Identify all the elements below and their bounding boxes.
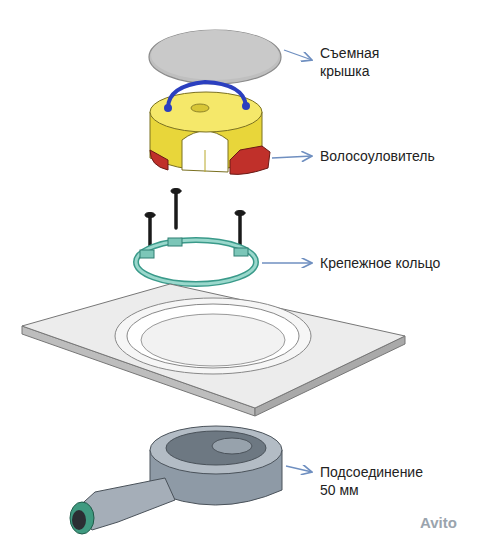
leader-arrow xyxy=(272,156,312,158)
hair-catcher xyxy=(150,82,270,174)
part-label: Съемная крышка xyxy=(320,44,420,80)
fixing-ring xyxy=(136,238,256,284)
part-label: Подсоединение 50 мм xyxy=(320,463,440,499)
part-label: Волосоуловитель xyxy=(320,147,470,165)
leader-arrow xyxy=(284,50,312,60)
leader-arrows xyxy=(262,50,312,472)
leader-arrow xyxy=(286,466,312,472)
lid xyxy=(149,30,281,84)
watermark: Avito xyxy=(420,514,476,532)
floor-plate xyxy=(22,284,405,416)
drain-body xyxy=(70,426,282,534)
part-label: Крепежное кольцо xyxy=(320,254,470,272)
leader-arrow xyxy=(262,262,312,263)
